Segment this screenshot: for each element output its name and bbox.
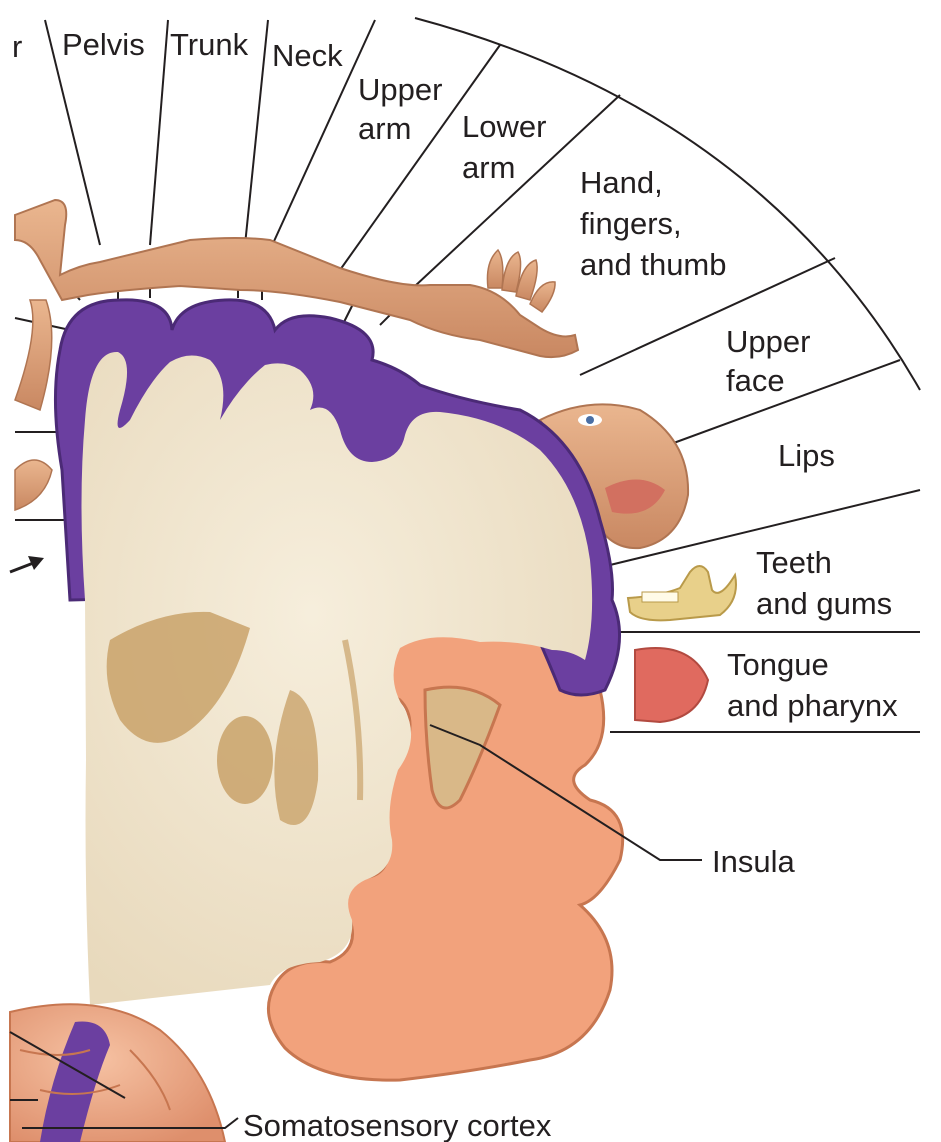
lips-shape: [605, 479, 665, 514]
divider-line: [659, 359, 901, 449]
label-lower-arm-line2: arm: [462, 150, 515, 185]
body-shape: [14, 198, 580, 359]
putamen-nucleus: [217, 716, 273, 804]
brain-section: [53, 298, 625, 1082]
jaw-shape: [626, 565, 737, 622]
divider-line: [339, 44, 501, 271]
thumbnail-leader-line: [9, 1031, 126, 1099]
divider-line: [269, 19, 376, 251]
globus-pallidus: [274, 690, 319, 825]
label-lower-arm-line1: Lower: [462, 109, 546, 144]
label-pelvis: Pelvis: [62, 27, 145, 62]
finger-shape: [486, 248, 504, 289]
label-upper-arm-line1: Upper: [358, 72, 442, 107]
label-hand-line2: fingers,: [580, 206, 682, 241]
claustrum: [342, 639, 364, 801]
iris-icon: [586, 416, 594, 424]
teeth-illustration: [626, 565, 737, 622]
label-upper-face-line2: face: [726, 363, 785, 398]
somatosensory-leader-line: [22, 1117, 239, 1129]
finger-shape: [529, 281, 556, 314]
sulci-lines: [19, 1049, 171, 1111]
tongue-illustration: [634, 647, 710, 724]
label-somatosensory-cortex: Somatosensory cortex: [243, 1108, 552, 1142]
divider-line: [244, 19, 269, 246]
limb-shape: [14, 459, 53, 512]
label-tongue-line2: and pharynx: [727, 688, 898, 723]
divider-line: [44, 19, 101, 246]
brain-thumbnail: [9, 1003, 239, 1142]
divider-line: [149, 19, 169, 246]
label-hand-line3: and thumb: [580, 247, 727, 282]
outer-arc: [414, 17, 921, 391]
divider-line: [579, 257, 836, 376]
label-teeth-line2: and gums: [756, 586, 892, 621]
teeth-row: [641, 591, 679, 603]
postcentral-gyrus-band: [40, 1021, 110, 1142]
insula-leader-line: [429, 724, 702, 861]
label-upper-face-line1: Upper: [726, 324, 810, 359]
tongue-shape: [634, 647, 710, 724]
homunculus-fan-lines: [14, 17, 921, 733]
divider-line: [609, 489, 921, 566]
label-partial: r: [12, 29, 22, 64]
left-arrow: [9, 556, 44, 574]
label-insula: Insula: [712, 844, 795, 879]
labels: r Pelvis Trunk Neck Upper arm Lower arm …: [12, 27, 898, 1142]
white-matter: [81, 351, 593, 1005]
divider-line: [399, 94, 621, 301]
label-lips: Lips: [778, 438, 835, 473]
label-hand-line1: Hand,: [580, 165, 663, 200]
label-neck: Neck: [272, 38, 343, 73]
insula-shape: [423, 685, 502, 810]
label-tongue-line1: Tongue: [727, 647, 829, 682]
homunculus-body: [14, 198, 580, 512]
finger-shape: [515, 259, 538, 301]
caudate-nucleus: [106, 611, 251, 743]
label-trunk: Trunk: [170, 27, 249, 62]
finger-shape: [501, 251, 522, 293]
label-upper-arm-line2: arm: [358, 111, 411, 146]
face-illustration: [538, 403, 690, 550]
label-teeth-line1: Teeth: [756, 545, 832, 580]
limb-shape: [14, 299, 53, 412]
brain-lobe-shape: [9, 1003, 227, 1142]
